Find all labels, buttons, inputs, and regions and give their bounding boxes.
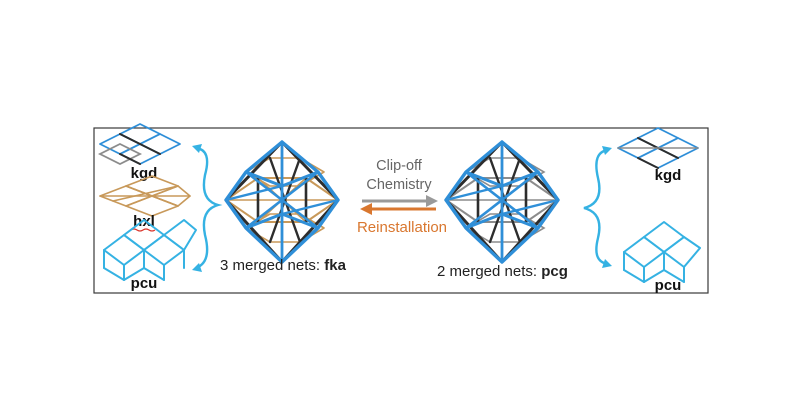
spellcheck-underline <box>130 228 156 232</box>
right-kgd-label: kgd <box>655 167 682 184</box>
forward-arrow <box>362 195 438 207</box>
figure-frame <box>93 127 709 294</box>
right-pcu-label: pcu <box>655 277 682 294</box>
left-pcu-label: pcu <box>131 275 158 292</box>
clip-off-label: Clip-off <box>376 158 423 174</box>
left-kgd-label: kgd <box>131 165 158 182</box>
chemistry-label: Chemistry <box>366 177 432 193</box>
right-bracket <box>583 148 609 266</box>
kgd-lattice-icon <box>97 123 181 166</box>
pcu-lattice-icon <box>623 221 701 283</box>
left-hxl-label: hxl <box>133 213 155 230</box>
hxl-lattice-icon <box>99 175 191 217</box>
right-caption: 2 merged nets: pcg <box>437 263 568 280</box>
left-caption: 3 merged nets: fka <box>220 257 347 274</box>
reinstallation-label: Reinstallation <box>357 219 447 236</box>
pcg-framework-icon <box>444 140 560 264</box>
reverse-arrow <box>360 203 436 215</box>
kgd-lattice-icon <box>617 127 699 169</box>
fka-framework-icon <box>224 140 340 264</box>
pcu-lattice-icon <box>103 219 197 281</box>
left-bracket <box>195 146 223 270</box>
